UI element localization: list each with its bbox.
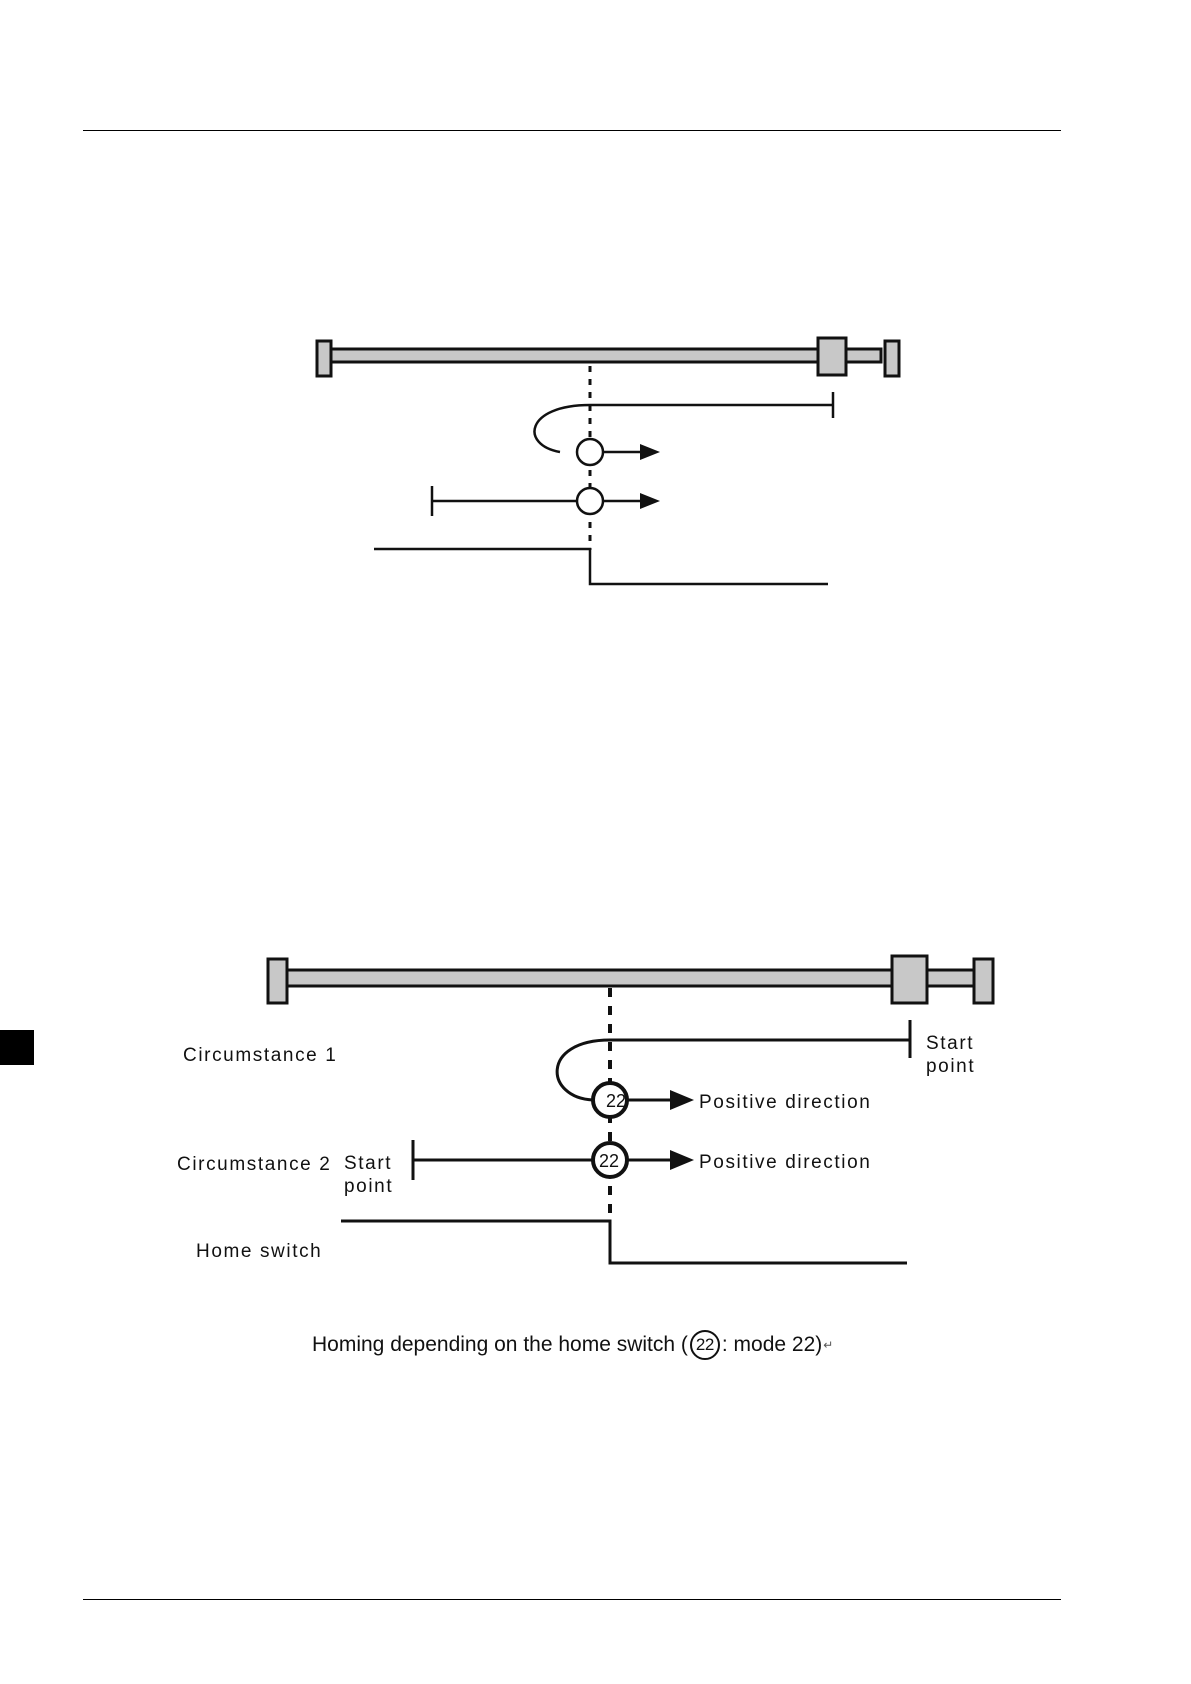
bottom-arrow-2 — [670, 1150, 694, 1170]
positive-direction-1-label: Positive direction — [699, 1091, 871, 1114]
positive-direction-2-label: Positive direction — [699, 1151, 871, 1174]
circumstance-1-label: Circumstance 1 — [183, 1044, 337, 1067]
bottom-path-2 — [413, 1140, 694, 1180]
home-switch-label: Home switch — [196, 1240, 322, 1263]
bottom-rail-left-limit — [268, 959, 287, 1003]
bottom-rail-carriage — [892, 956, 927, 1003]
mode-marker-2-text: 22 — [599, 1151, 619, 1171]
start-point-2-line-1: Start — [344, 1152, 392, 1175]
bottom-rail — [268, 956, 993, 1003]
start-point-1-line-1: Start — [926, 1032, 974, 1055]
circumstance-2-label: Circumstance 2 — [177, 1153, 331, 1176]
bottom-rail-right-limit — [974, 959, 993, 1003]
caption-prefix: Homing depending on the home switch ( — [312, 1333, 688, 1357]
caption-suffix: : mode 22) — [722, 1333, 822, 1357]
bottom-arrow-1 — [670, 1090, 694, 1110]
start-point-2-line-2: point — [344, 1175, 393, 1198]
caption-mode-symbol: 22 — [690, 1330, 720, 1360]
start-point-1-line-2: point — [926, 1055, 975, 1078]
figure-caption: Homing depending on the home switch ( 22… — [312, 1330, 833, 1360]
caption-return-mark: ↵ — [823, 1338, 833, 1352]
mode-marker-1-text: 22 — [606, 1091, 626, 1111]
bottom-home-switch-signal — [341, 1221, 907, 1263]
